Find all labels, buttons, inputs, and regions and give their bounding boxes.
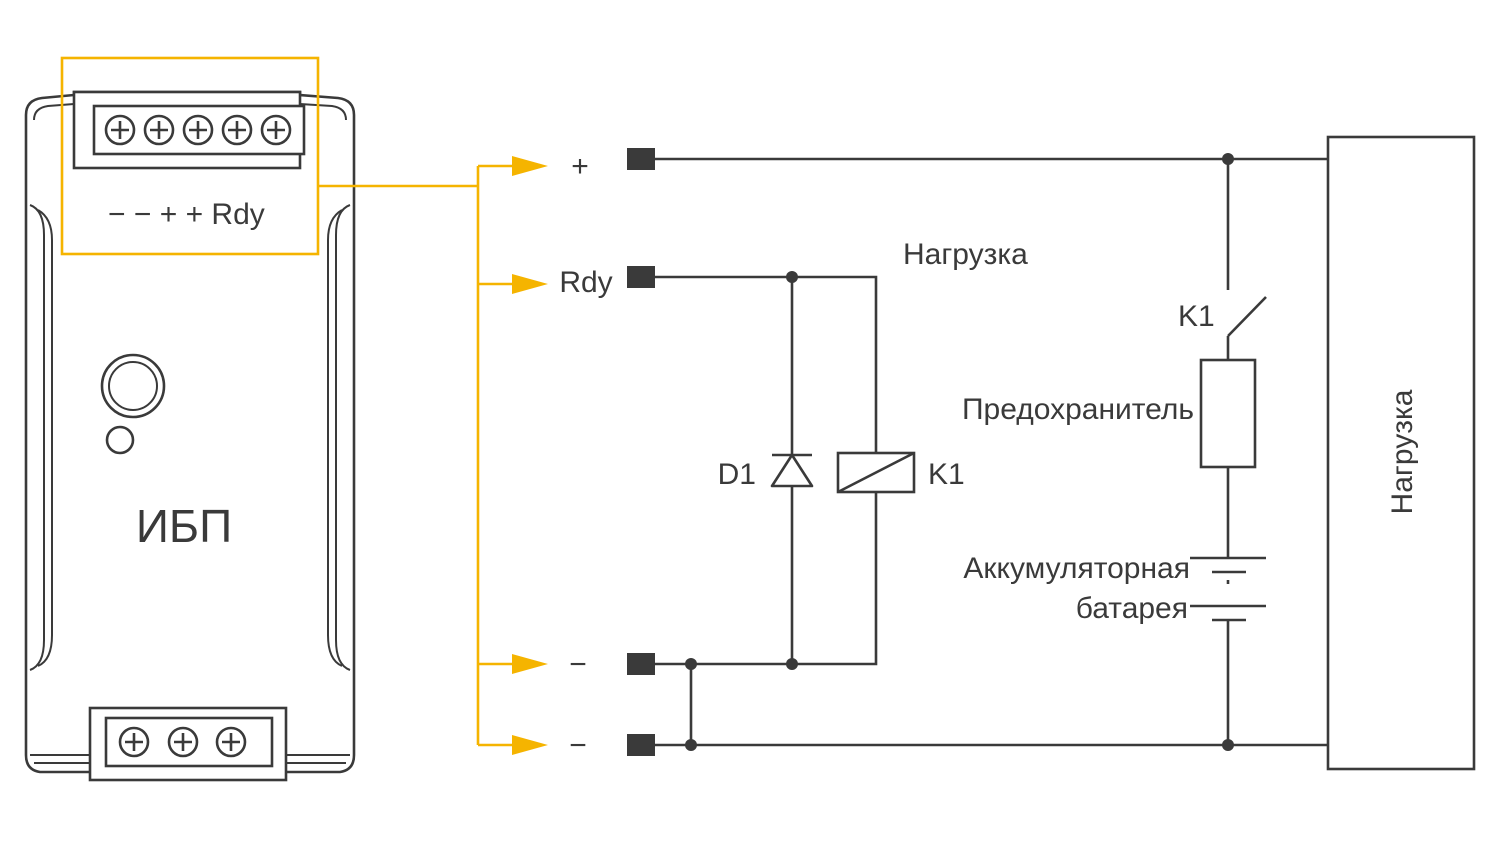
- battery-label-line2: батарея: [1076, 592, 1188, 625]
- screw-terminal-icon: [143, 114, 175, 146]
- battery-label-line1: Аккумуляторная: [963, 552, 1190, 585]
- terminal-label-minus: −: [569, 648, 587, 681]
- ups-title: ИБП: [136, 500, 232, 552]
- terminal-label-plus: +: [571, 150, 589, 183]
- load-box-label: Нагрузка: [1386, 389, 1419, 514]
- terminal-label-minus: −: [569, 729, 587, 762]
- junction-dot: [786, 271, 798, 283]
- relay-coil-k1-symbol: [836, 451, 916, 494]
- relay-contact-k1-symbol: [1227, 296, 1267, 337]
- terminal-pad-minus: [627, 653, 655, 675]
- screw-terminal-icon: [215, 726, 247, 758]
- screw-terminal-icon: [118, 726, 150, 758]
- terminal-pad-plus: [627, 148, 655, 170]
- led-indicator-small: [105, 425, 135, 455]
- screw-terminal-icon: [260, 114, 292, 146]
- load-box: [1326, 135, 1476, 771]
- battery-symbol: [1190, 556, 1266, 622]
- led-indicator-large: [100, 353, 166, 419]
- arrow-right-icon: [512, 274, 548, 294]
- junction-dot: [685, 658, 697, 670]
- fuse-symbol: [1199, 358, 1257, 469]
- junction-dot: [1222, 739, 1234, 751]
- bottom-terminal-block: [88, 706, 288, 782]
- junction-dot: [1222, 153, 1234, 165]
- junction-dot: [786, 658, 798, 670]
- screw-terminal-icon: [182, 114, 214, 146]
- diode-d1-symbol: [770, 453, 814, 488]
- screw-terminal-icon: [167, 726, 199, 758]
- terminal-label-rdy: Rdy: [559, 266, 612, 299]
- arrow-right-icon: [512, 156, 548, 176]
- fuse-label: Предохранитель: [962, 393, 1194, 426]
- circuit-wires: [655, 157, 1328, 747]
- arrow-right-icon: [512, 654, 548, 674]
- ups-device: − − + + Rdy ИБП: [24, 90, 356, 782]
- screw-terminal-icon: [104, 114, 136, 146]
- screw-terminal-icon: [221, 114, 253, 146]
- arrow-right-icon: [512, 735, 548, 755]
- diode-label: D1: [718, 458, 756, 491]
- terminal-pad-minus: [627, 734, 655, 756]
- relay-contact-label: K1: [1178, 300, 1215, 333]
- load-label-top: Нагрузка: [903, 238, 1028, 271]
- junction-dot: [685, 739, 697, 751]
- terminal-pad-rdy: [627, 266, 655, 288]
- top-terminal-block: [72, 90, 306, 170]
- terminal-highlight: [60, 56, 548, 755]
- terminal-markings: − − + + Rdy: [108, 198, 265, 231]
- relay-coil-label: K1: [928, 458, 965, 491]
